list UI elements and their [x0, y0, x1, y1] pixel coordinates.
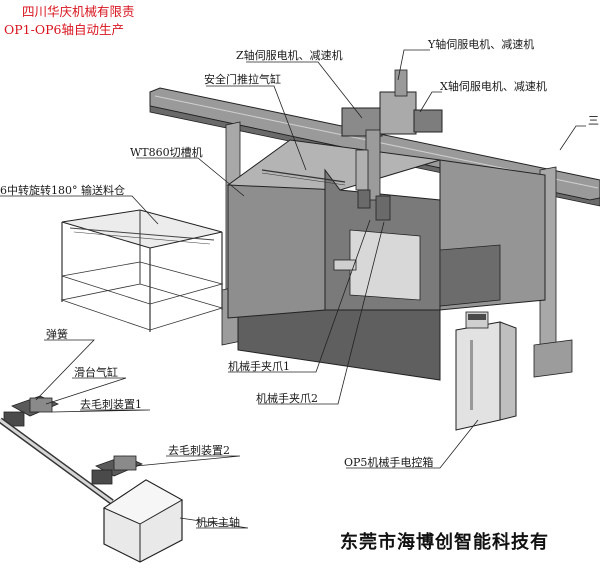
grooving-machine-body — [226, 139, 546, 381]
machine-spindle — [0, 417, 184, 563]
deburr-device-2 — [91, 455, 143, 485]
company-title: 四川华庆机械有限责 — [22, 4, 135, 19]
label-grooving-machine: WT860切槽机 — [130, 146, 203, 159]
label-gripper-2: 机械手夹爪2 — [256, 392, 318, 405]
label-control-box: OP5机械手电控箱 — [344, 456, 434, 469]
label-x-servo: X轴伺服电机、减速机 — [440, 80, 547, 93]
rotary-conveyor-frame — [60, 209, 224, 332]
leader-lines — [0, 49, 586, 529]
label-y-servo: Y轴伺服电机、减速机 — [428, 38, 535, 51]
deburr-device-1 — [3, 395, 59, 427]
label-rotary-conveyor: 6中转旋转180° 输送料仓 — [0, 184, 125, 197]
label-slide-cylinder: 滑台气缸 — [74, 366, 118, 379]
label-deburr-2: 去毛刺装置2 — [168, 444, 230, 457]
process-title: OP1-OP6轴自动生产 — [4, 22, 124, 37]
label-z-servo: Z轴伺服电机、减速机 — [236, 49, 343, 62]
label-door-cylinder: 安全门推拉气缸 — [204, 73, 281, 86]
footer-maker: 东莞市海博创智能科技有 — [340, 532, 549, 553]
label-spring: 弹簧 — [46, 328, 68, 341]
label-spindle: 机床主轴 — [196, 516, 240, 529]
label-deburr-1: 去毛刺装置1 — [80, 398, 142, 411]
op5-control-box — [455, 311, 517, 431]
label-gripper-1: 机械手夹爪1 — [228, 360, 290, 373]
gantry-carriage — [341, 69, 443, 221]
label-three: 三 — [588, 114, 599, 127]
